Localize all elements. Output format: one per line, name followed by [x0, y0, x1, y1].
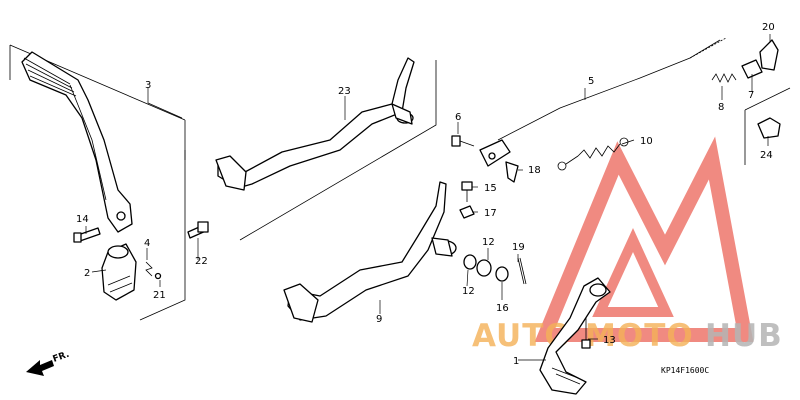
- watermark-text-hub: HUB: [705, 318, 783, 354]
- adjuster-nut-20: [759, 39, 779, 71]
- callout-6: 6: [455, 112, 461, 123]
- callout-22: 22: [195, 256, 208, 267]
- circlip-21: [154, 272, 162, 280]
- bolt-13: [581, 318, 591, 349]
- brake-rod-5: [479, 37, 727, 167]
- callout-18: 18: [528, 165, 541, 176]
- brake-pedal-lower: [283, 181, 457, 323]
- part-24: [757, 117, 781, 139]
- washer-12a: [463, 254, 477, 270]
- diagram-code: KP14F1600C: [661, 366, 709, 375]
- callout-19: 19: [512, 242, 525, 253]
- watermark-triangle-icon: [534, 136, 754, 342]
- callout-12-lower: 12: [462, 286, 475, 297]
- front-direction-marker: FR.: [26, 350, 71, 376]
- callout-24: 24: [760, 150, 773, 161]
- callout-15: 15: [484, 183, 497, 194]
- callout-21: 21: [153, 290, 166, 301]
- callout-2: 2: [84, 268, 90, 279]
- kick-starter-arm: [21, 51, 133, 233]
- callout-3: 3: [145, 80, 151, 91]
- callout-5: 5: [588, 76, 594, 87]
- front-arrow-icon: [26, 360, 54, 376]
- pin-bolt-6: [451, 135, 475, 147]
- callout-1: 1: [513, 356, 519, 367]
- washer-12b: [476, 259, 492, 277]
- callout-labels: 1 2 3 4 5 6 7 8 9 10 12 12 13 14 15 16 1…: [76, 22, 775, 367]
- watermark-logo: AUTO MOTO HUB: [472, 136, 783, 354]
- callout-14: 14: [76, 214, 89, 225]
- kick-spindle-boss: [101, 243, 137, 301]
- callout-7: 7: [748, 90, 754, 101]
- callout-23: 23: [338, 86, 351, 97]
- front-label: FR.: [52, 350, 71, 365]
- cotter-pin-19: [517, 257, 527, 285]
- washer-16: [495, 266, 509, 282]
- callout-16: 16: [496, 303, 509, 314]
- watermark-text-moto: MOTO: [585, 318, 694, 354]
- spring-4: [145, 261, 153, 277]
- bolt-14: [73, 227, 101, 243]
- callout-9: 9: [376, 314, 382, 325]
- bolt-22: [187, 221, 209, 239]
- callout-4: 4: [144, 238, 150, 249]
- callout-20: 20: [762, 22, 775, 33]
- brake-pedal-upper: [215, 57, 415, 191]
- spring-8: [711, 73, 737, 83]
- clip-18: [505, 161, 519, 183]
- gear-shift-pedal: [539, 277, 611, 395]
- leader-lines: [85, 34, 771, 361]
- callout-10: 10: [640, 136, 653, 147]
- group-bracket-brake-arm: [239, 60, 437, 241]
- callout-13: 13: [603, 335, 616, 346]
- callout-12-upper: 12: [482, 237, 495, 248]
- group-bracket-cable: [744, 87, 791, 165]
- callout-8: 8: [718, 102, 724, 113]
- callout-17: 17: [484, 208, 497, 219]
- bolt-15: [461, 181, 473, 202]
- nut-17: [459, 205, 475, 219]
- joint-7: [741, 59, 763, 79]
